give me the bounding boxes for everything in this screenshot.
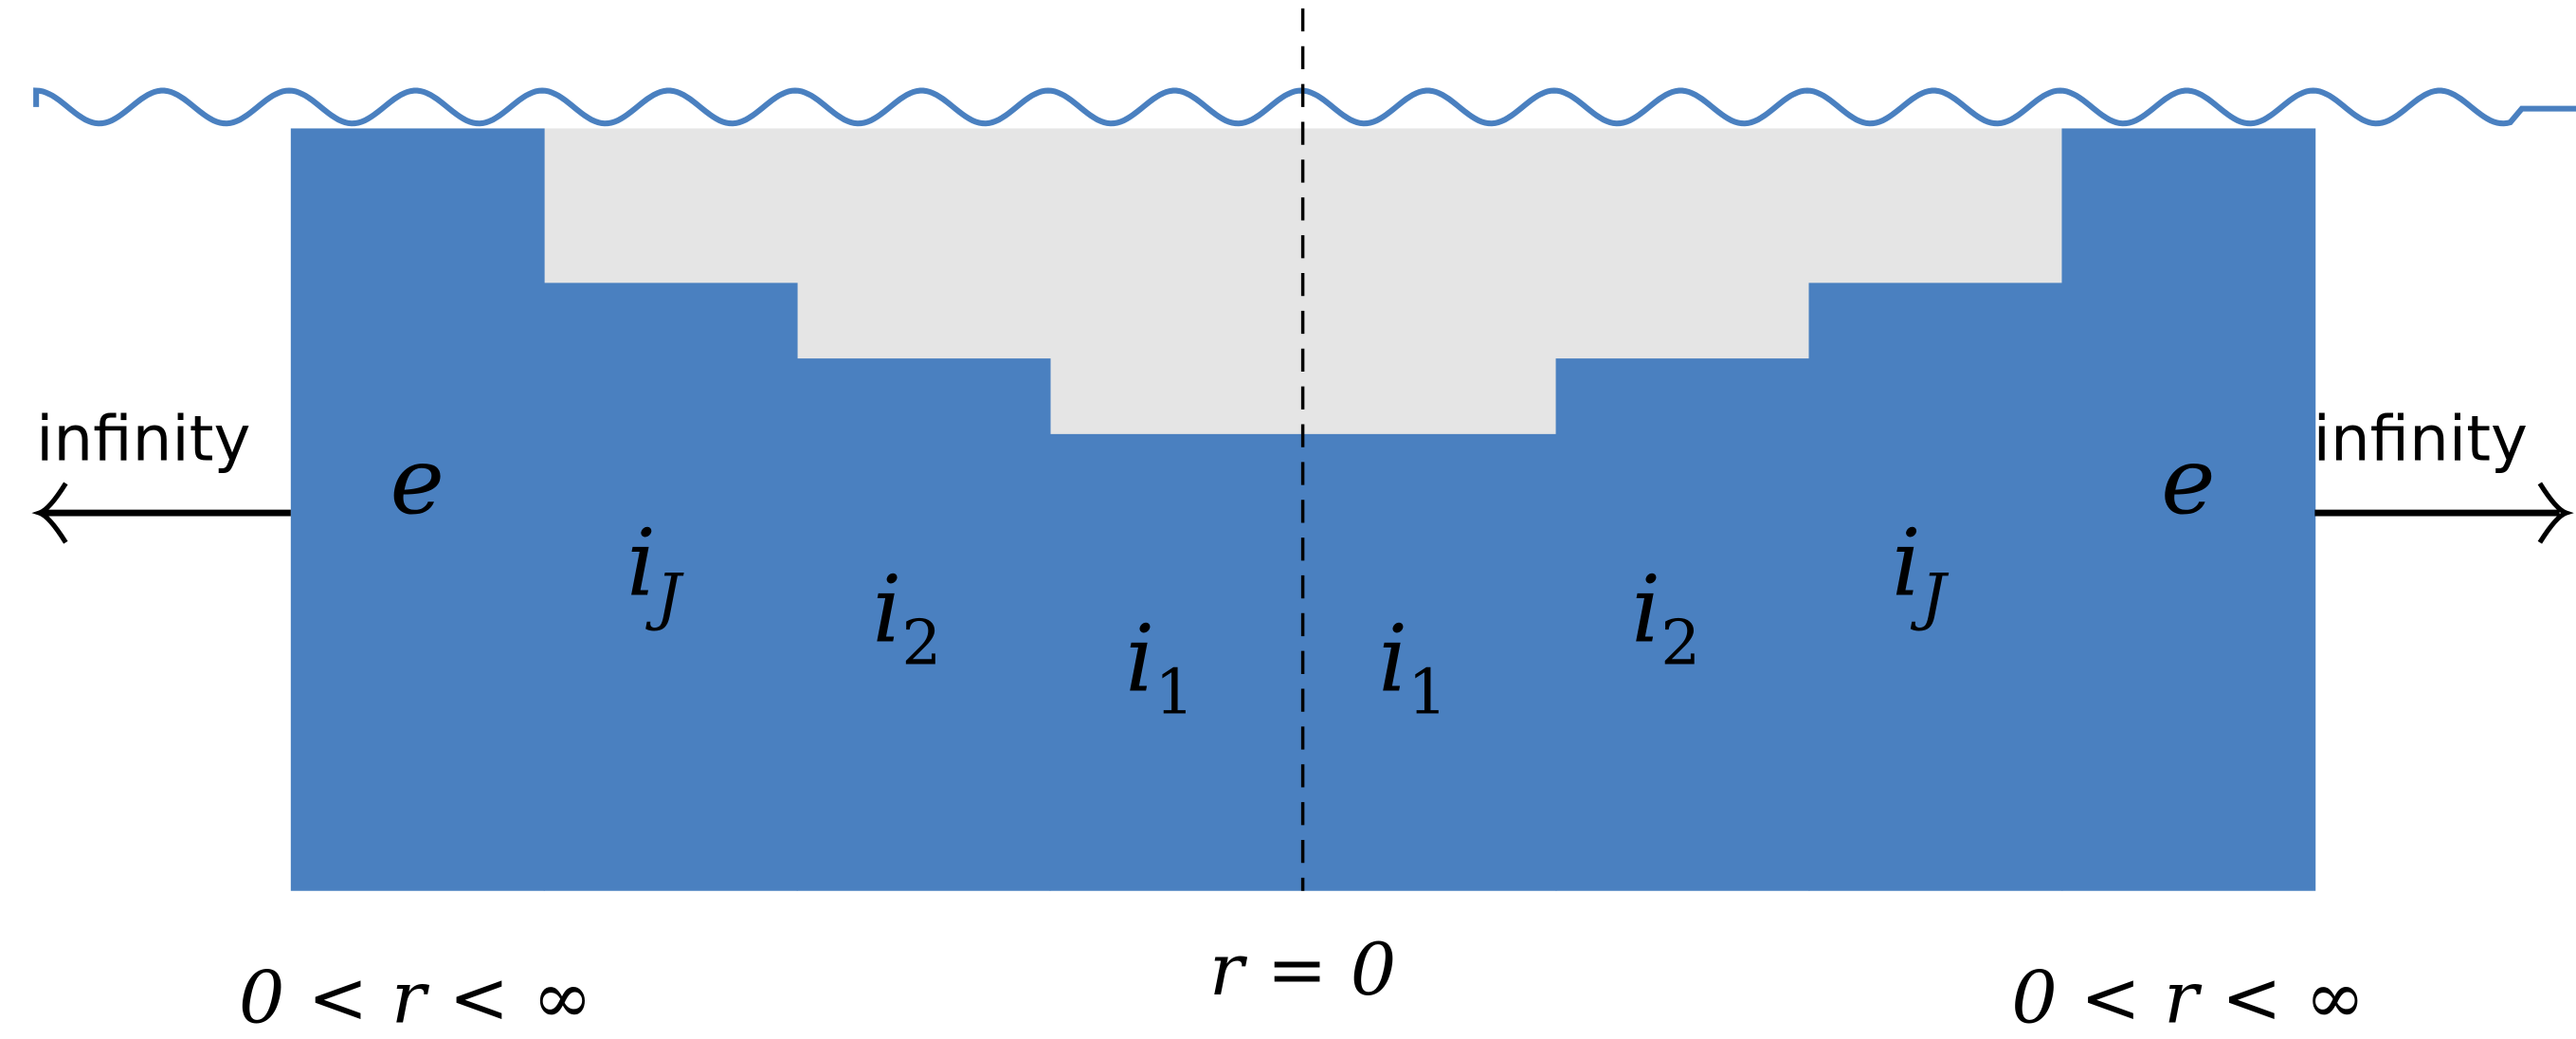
region-iJ-6 xyxy=(1808,283,2063,891)
infinity-left-label: infinity xyxy=(36,403,250,476)
right-arrow xyxy=(2314,482,2574,544)
region-label: i1 xyxy=(1378,605,1447,728)
region-label: i2 xyxy=(872,556,941,679)
region-label: iJ xyxy=(626,510,684,633)
region-e-7 xyxy=(2061,128,2316,891)
region-i2-2 xyxy=(796,358,1051,891)
region-iJ-1 xyxy=(543,283,798,891)
infinity-right-label: infinity xyxy=(2313,403,2528,476)
region-label: e xyxy=(2161,428,2215,535)
region-i2-5 xyxy=(1555,358,1810,891)
right-range-label: 0 < r < ∞ xyxy=(2011,955,2365,1039)
wave-surface xyxy=(33,87,2576,127)
region-label: i1 xyxy=(1125,605,1194,728)
region-e-0 xyxy=(290,128,545,891)
region-label: i2 xyxy=(1631,556,1700,679)
left-arrow xyxy=(31,482,291,544)
region-i1-3 xyxy=(1049,433,1304,891)
left-range-label: 0 < r < ∞ xyxy=(239,955,592,1039)
region-label: e xyxy=(390,428,444,535)
center-label: r = 0 xyxy=(1209,927,1396,1012)
region-i1-4 xyxy=(1302,433,1557,891)
